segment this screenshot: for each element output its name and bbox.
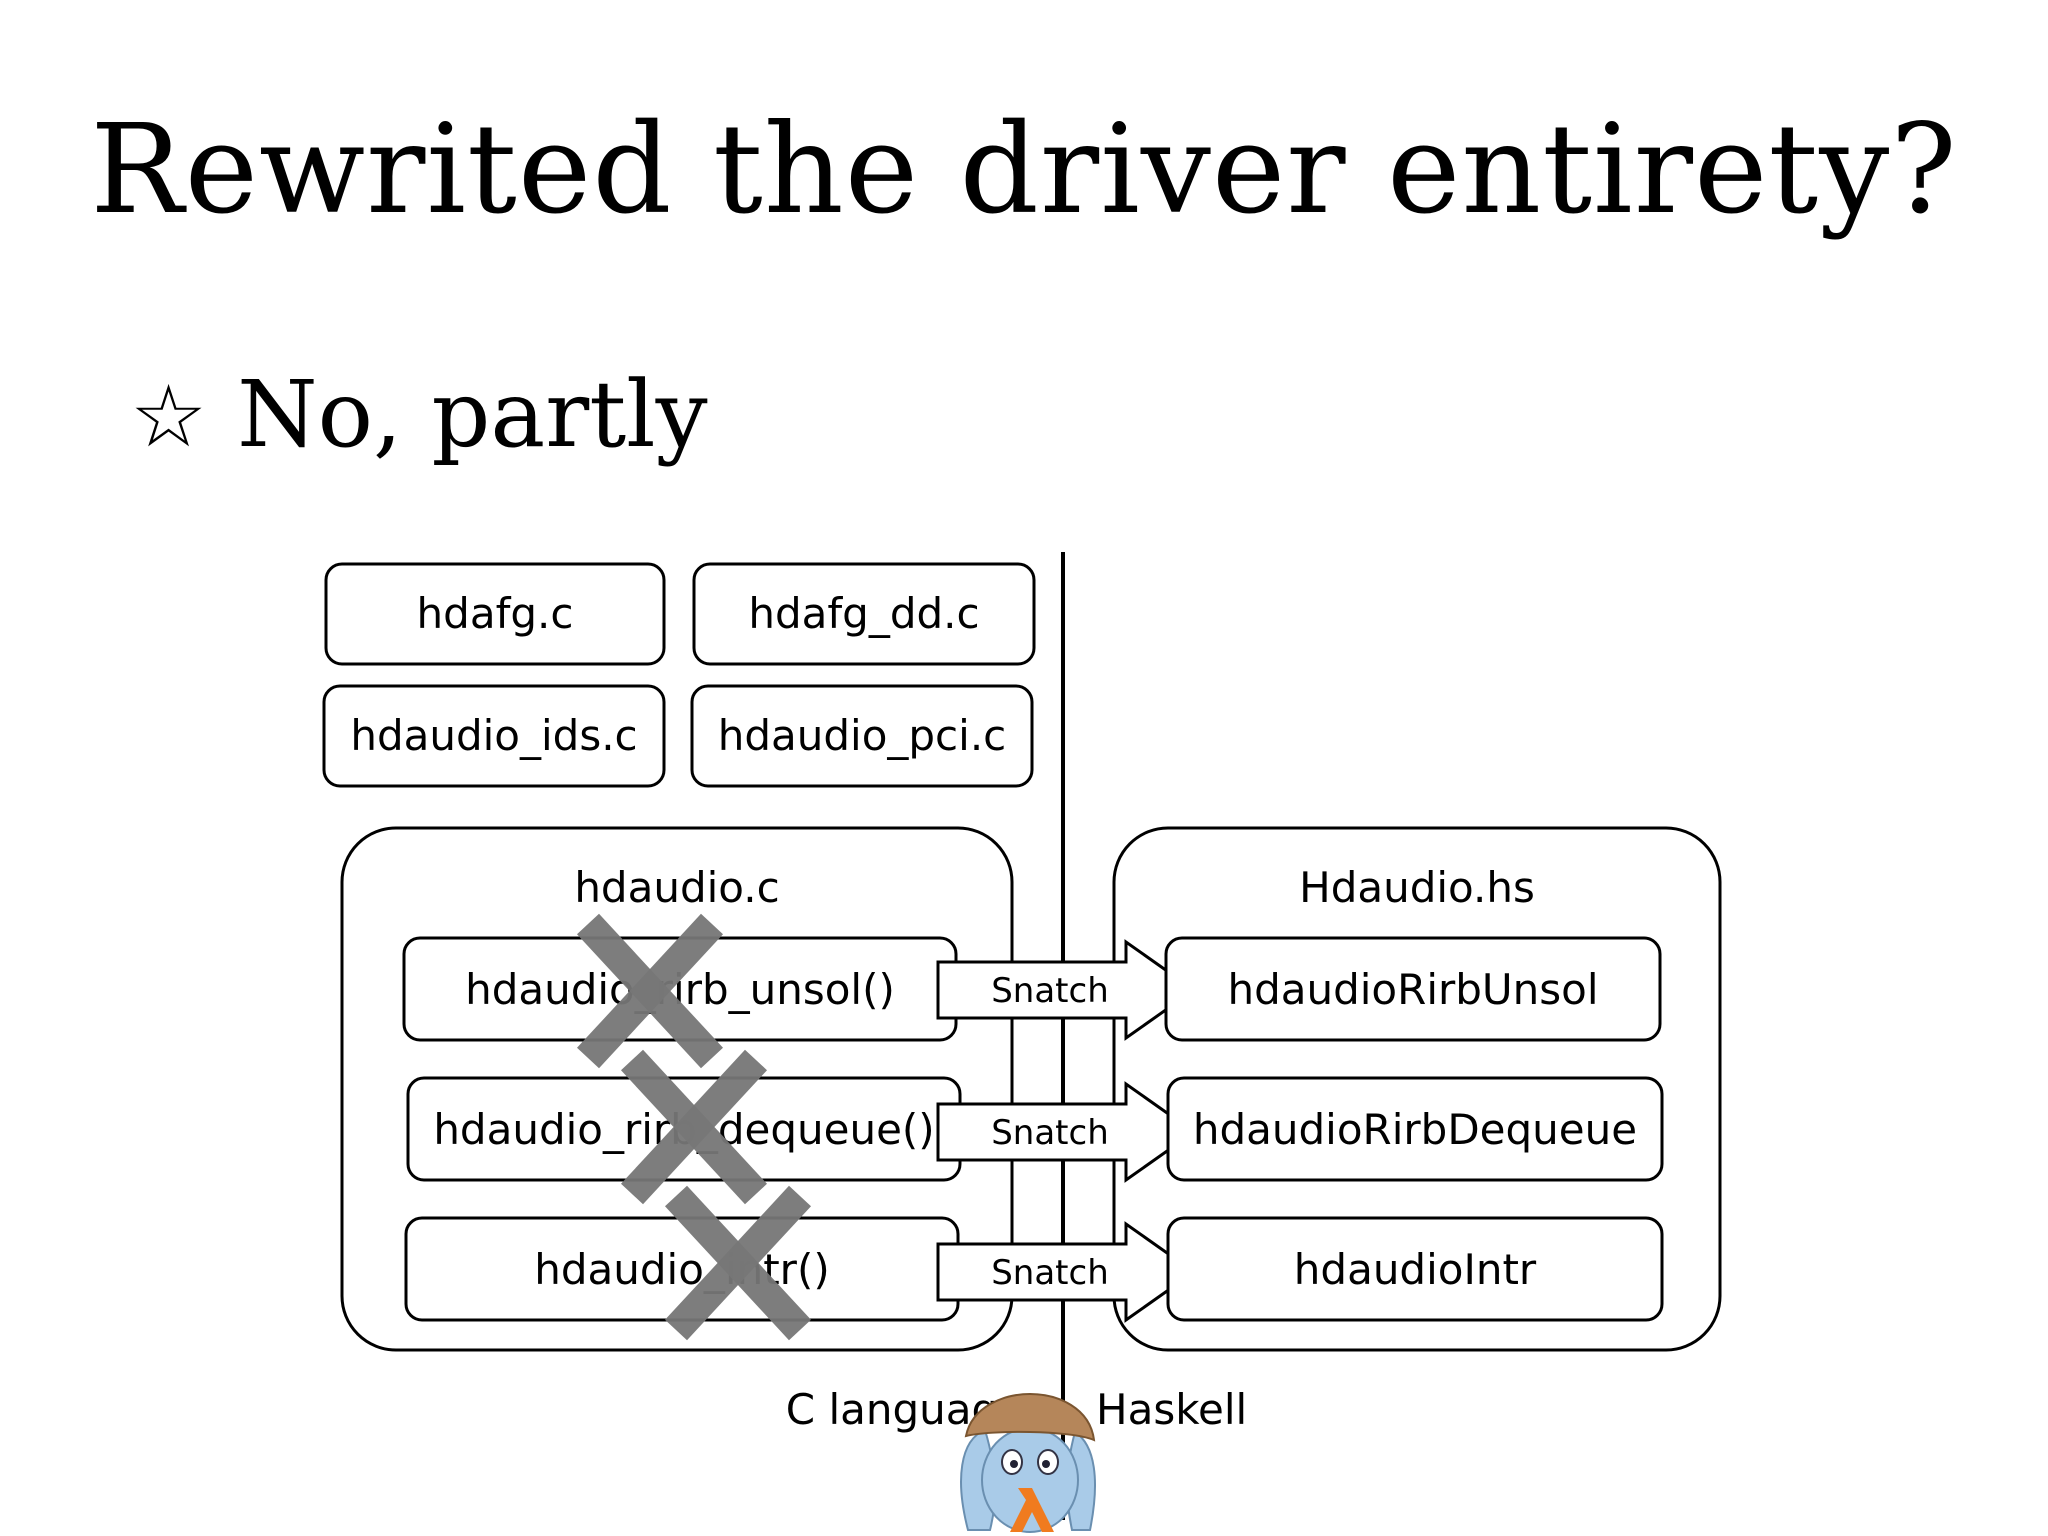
haskell-function-box-rirb-unsol	[1164, 936, 1662, 1042]
cross-mark-icon-1	[576, 913, 724, 1069]
bullet-point: ☆ No, partly	[130, 360, 708, 472]
file-label-hdaudio-ids: hdaudio_ids.c	[350, 711, 637, 760]
snatch-arrow-3	[936, 1221, 1197, 1323]
snatch-label-2: Snatch	[991, 1113, 1109, 1153]
file-label-hdafg-dd: hdafg_dd.c	[748, 589, 979, 638]
haskell-function-label-rirb-unsol: hdaudioRirbUnsol	[1227, 965, 1598, 1014]
cross-mark-icon-2	[620, 1049, 768, 1205]
c-module-title: hdaudio.c	[574, 863, 779, 912]
haskell-function-box-rirb-dequeue	[1166, 1076, 1664, 1182]
snatch-label-1: Snatch	[991, 971, 1109, 1011]
haskell-module-title: Hdaudio.hs	[1299, 863, 1535, 912]
snatch-arrow-2	[936, 1081, 1197, 1183]
file-box-hdaudio-ids	[322, 684, 666, 788]
bullet-text: No, partly	[237, 361, 708, 468]
file-label-hdaudio-pci: hdaudio_pci.c	[718, 711, 1007, 760]
haskell-function-box-intr	[1166, 1216, 1664, 1322]
c-function-label-intr: hdaudio_intr()	[534, 1245, 829, 1294]
file-label-hdafg: hdafg.c	[417, 589, 574, 638]
haskell-mascot-icon	[960, 1392, 1096, 1533]
slide-title: Rewrited the driver entirety?	[90, 98, 1958, 242]
haskell-function-label-rirb-dequeue: hdaudioRirbDequeue	[1193, 1105, 1637, 1154]
snatch-label-3: Snatch	[991, 1253, 1109, 1293]
file-box-hdafg	[324, 562, 666, 666]
snatch-arrow-1	[936, 939, 1197, 1041]
haskell-function-label-intr: hdaudioIntr	[1294, 1245, 1537, 1294]
star-bullet-icon: ☆	[130, 367, 208, 467]
file-box-hdaudio-pci	[690, 684, 1034, 788]
haskell-language-label: Haskell	[1096, 1385, 1247, 1434]
cross-mark-icon-3	[664, 1185, 812, 1341]
file-box-hdafg-dd	[692, 562, 1036, 666]
